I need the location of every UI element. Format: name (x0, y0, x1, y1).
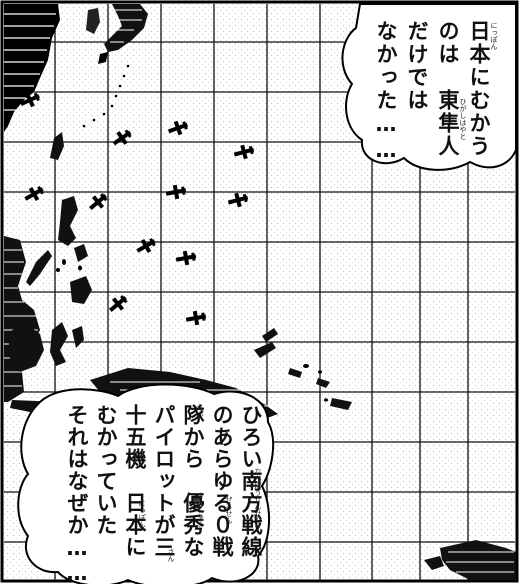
plane-icon (136, 238, 156, 254)
bottom-line-3: 隊から 優秀な (181, 404, 205, 558)
australia-landmass (440, 540, 516, 580)
mindanao-island (70, 276, 92, 304)
furigana-ki: き (138, 452, 146, 459)
top-speech-bubble (341, 3, 517, 171)
small-islets-a (56, 259, 82, 272)
small-islets-b (303, 364, 328, 402)
bottom-line-6: むかっていた (94, 404, 118, 536)
borneo-island (8, 324, 44, 372)
plane-icon (227, 192, 249, 208)
mainland-landmass (4, 4, 60, 132)
japan-islands (104, 4, 148, 52)
plane-icon (175, 250, 197, 266)
solomon-islets (316, 378, 330, 388)
top-bubble-text: 日本にむかう のは 東隼人 だけでは なかった…… (374, 20, 494, 190)
plane-icon (167, 120, 189, 136)
fighter-planes (20, 92, 255, 326)
bottom-line-5: 十五機 日本に (123, 404, 147, 558)
bottom-line-7: それはなぜか…… (65, 404, 89, 584)
top-line-2: のは 東隼人 (436, 20, 460, 158)
furigana-tai: たい (196, 404, 204, 418)
plane-icon (109, 295, 128, 312)
plane-icon (20, 92, 40, 108)
halmahera-island (72, 326, 84, 348)
top-line-1: 日本にむかう (467, 20, 491, 158)
cape-york (424, 556, 444, 570)
guadalcanal-island (330, 398, 352, 410)
plane-icon (165, 184, 187, 200)
plane-icon (112, 129, 132, 146)
plane-icon (233, 144, 255, 160)
bottom-line-2: のあらゆる０戦 (210, 404, 234, 558)
plane-icon (89, 193, 108, 210)
taiwan-island (50, 132, 64, 160)
bottom-bubble-text: ひろい南方戦線 のあらゆる０戦 隊から 優秀な パイロットが三 十五機 日本に … (60, 404, 265, 584)
furigana-nanpou-sensen: なんぽうせんせん (254, 468, 262, 524)
celebes-island (50, 322, 68, 366)
palawan-island (26, 250, 52, 286)
bottom-line-1: ひろい南方戦線 (239, 404, 263, 558)
furigana-nihon-2: にっぽん (138, 500, 146, 528)
bottom-speech-bubble (17, 383, 275, 584)
luzon-island (58, 196, 78, 246)
flight-path-dots (82, 64, 130, 128)
mainland-hatching (4, 13, 56, 111)
furigana-yuushuu: ゆうしゅう (196, 492, 204, 527)
kyushu-island (98, 52, 108, 64)
bougainville-island (288, 368, 302, 378)
plane-icon (185, 310, 207, 326)
bottom-line-4: パイロットが三 (152, 404, 176, 558)
furigana-higashi-hayato: ひがしはやと (459, 98, 467, 140)
top-line-3: だけでは (405, 20, 429, 112)
australia-hatching (446, 551, 514, 573)
top-line-4: なかった…… (374, 20, 398, 164)
korea-peninsula (86, 8, 100, 34)
furigana-zerosen: ぜろせん (225, 496, 233, 524)
furigana-nihon-1: にっぽん (490, 22, 498, 50)
new-britain-island (254, 342, 276, 358)
philippine-islets (74, 244, 88, 262)
japan-hatching (110, 9, 142, 43)
furigana-san: さん (167, 548, 175, 562)
plane-icon (24, 186, 44, 202)
new-ireland-island (262, 328, 278, 342)
